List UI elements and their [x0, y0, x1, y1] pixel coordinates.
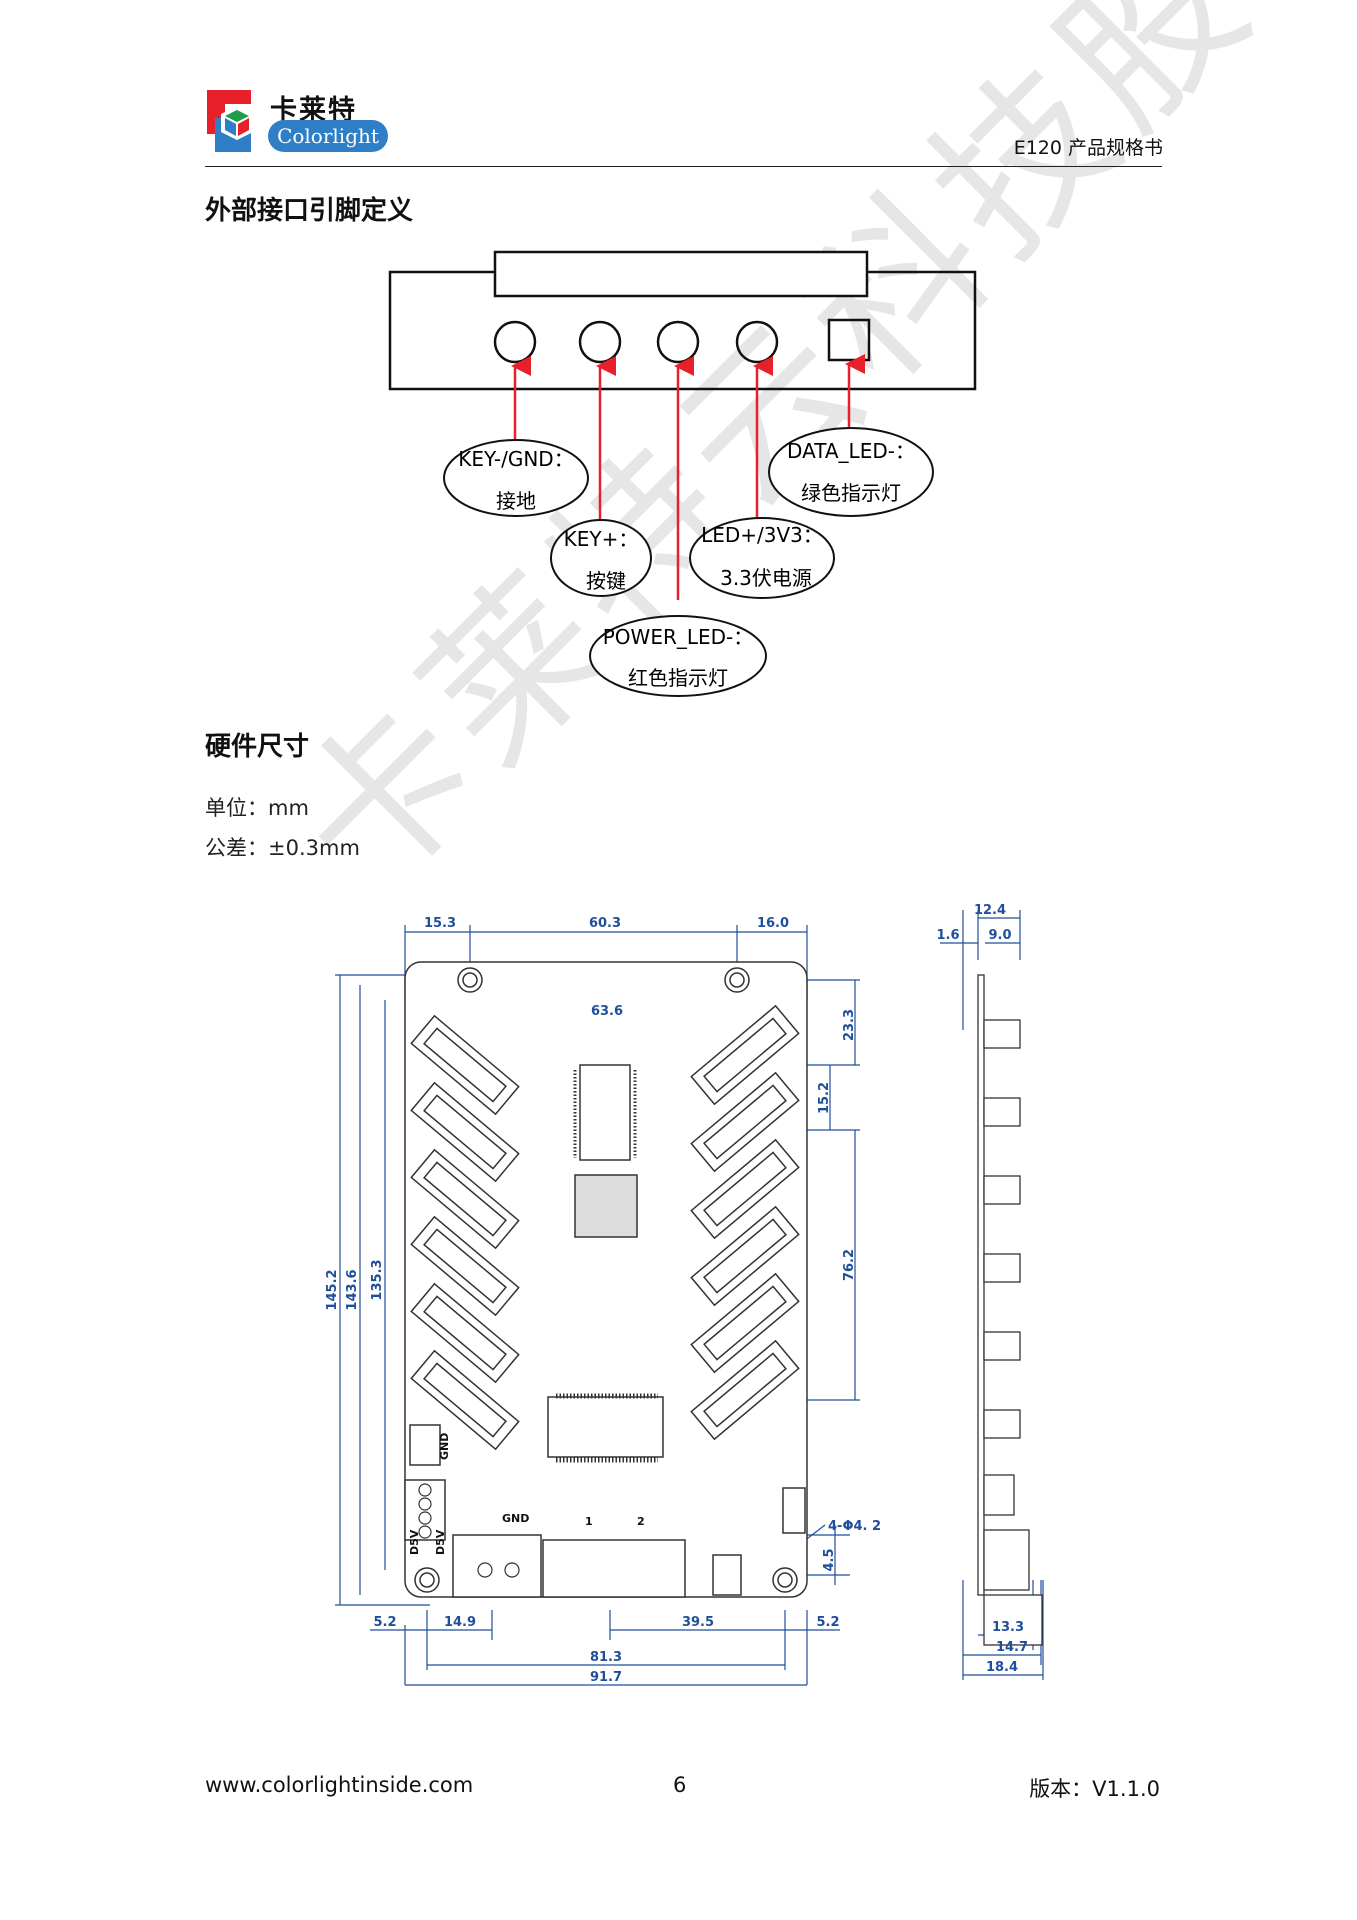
dim-16-0: 16.0 — [757, 916, 789, 931]
company-logo — [207, 90, 253, 152]
label-led-3v3-2: 3.3伏电源 — [720, 566, 812, 590]
pin-key-gnd — [493, 320, 537, 364]
pcb-label-d5v-1: D5V — [408, 1529, 421, 1555]
pcb-label-port-2: 2 — [637, 1515, 645, 1528]
pin-led-3v3 — [735, 320, 779, 364]
dim-side-9-0: 9.0 — [988, 928, 1011, 943]
pin-definition-diagram: KEY-/GND： 接地 KEY+： 按键 POWER_LED-： 红色指示灯 … — [388, 250, 977, 697]
dim-14-9: 14.9 — [444, 1615, 476, 1630]
document-title: E120 产品规格书 — [1013, 137, 1163, 159]
dim-76-2: 76.2 — [842, 1249, 857, 1281]
dim-143-6: 143.6 — [345, 1269, 360, 1310]
pcb-label-d5v-2: D5V — [434, 1529, 447, 1555]
footer-page-number: 6 — [673, 1773, 687, 1797]
dim-side-13-3: 13.3 — [992, 1620, 1024, 1635]
connector-top-tab — [493, 250, 869, 298]
header-divider — [205, 166, 1162, 167]
dim-15-3: 15.3 — [424, 916, 456, 931]
dim-135-3: 135.3 — [370, 1259, 385, 1300]
dim-hole-label: 4-Φ4. 2 — [828, 1519, 881, 1534]
label-data-led-2: 绿色指示灯 — [801, 481, 901, 505]
section-title-hardware-size: 硬件尺寸 — [205, 732, 310, 762]
label-key-gnd-1: KEY-/GND： — [458, 447, 573, 471]
dim-60-3: 60.3 — [589, 916, 621, 931]
dim-23-3: 23.3 — [842, 1009, 857, 1041]
hardware-dimension-drawing: 15.3 60.3 16.0 63.6 23.3 15.2 76.2 145.2… — [325, 903, 1044, 1686]
pin-data-led — [827, 318, 871, 362]
label-key-plus-1: KEY+： — [564, 527, 639, 551]
label-power-led-1: POWER_LED-： — [603, 625, 754, 649]
pin-key-plus — [578, 320, 622, 364]
dim-145-2: 145.2 — [325, 1269, 340, 1310]
brand-name-en: Colorlight — [268, 120, 388, 152]
section-title-pin-definition: 外部接口引脚定义 — [205, 196, 414, 226]
pcb-label-gnd-top: GND — [438, 1433, 451, 1460]
dim-5-2-right: 5.2 — [816, 1615, 839, 1630]
dim-63-6: 63.6 — [591, 1004, 623, 1019]
dim-side-1-6: 1.6 — [936, 928, 959, 943]
label-power-led-2: 红色指示灯 — [628, 666, 728, 690]
dim-4-5: 4.5 — [822, 1548, 837, 1571]
dim-91-7: 91.7 — [590, 1670, 622, 1685]
pcb-label-port-1: 1 — [585, 1515, 593, 1528]
label-key-plus-2: 按键 — [586, 569, 626, 593]
label-led-3v3-1: LED+/3V3： — [701, 523, 823, 547]
label-data-led-1: DATA_LED-： — [787, 439, 915, 463]
dim-15-2: 15.2 — [817, 1082, 832, 1114]
footer-website: www.colorlightinside.com — [205, 1773, 474, 1797]
pcb-label-gnd-bottom: GND — [502, 1512, 529, 1525]
dim-side-18-4: 18.4 — [986, 1660, 1018, 1675]
footer-version: 版本：V1.1.0 — [1029, 1777, 1160, 1801]
tolerance-text: 公差：±0.3mm — [205, 836, 360, 860]
pin-power-led — [656, 320, 700, 364]
dim-81-3: 81.3 — [590, 1650, 622, 1665]
dim-side-12-4: 12.4 — [974, 903, 1006, 918]
dim-39-5: 39.5 — [682, 1615, 714, 1630]
dim-5-2-left: 5.2 — [373, 1615, 396, 1630]
label-key-gnd-2: 接地 — [496, 489, 536, 513]
dim-side-14-7: 14.7 — [996, 1640, 1028, 1655]
unit-text: 单位：mm — [205, 796, 309, 820]
